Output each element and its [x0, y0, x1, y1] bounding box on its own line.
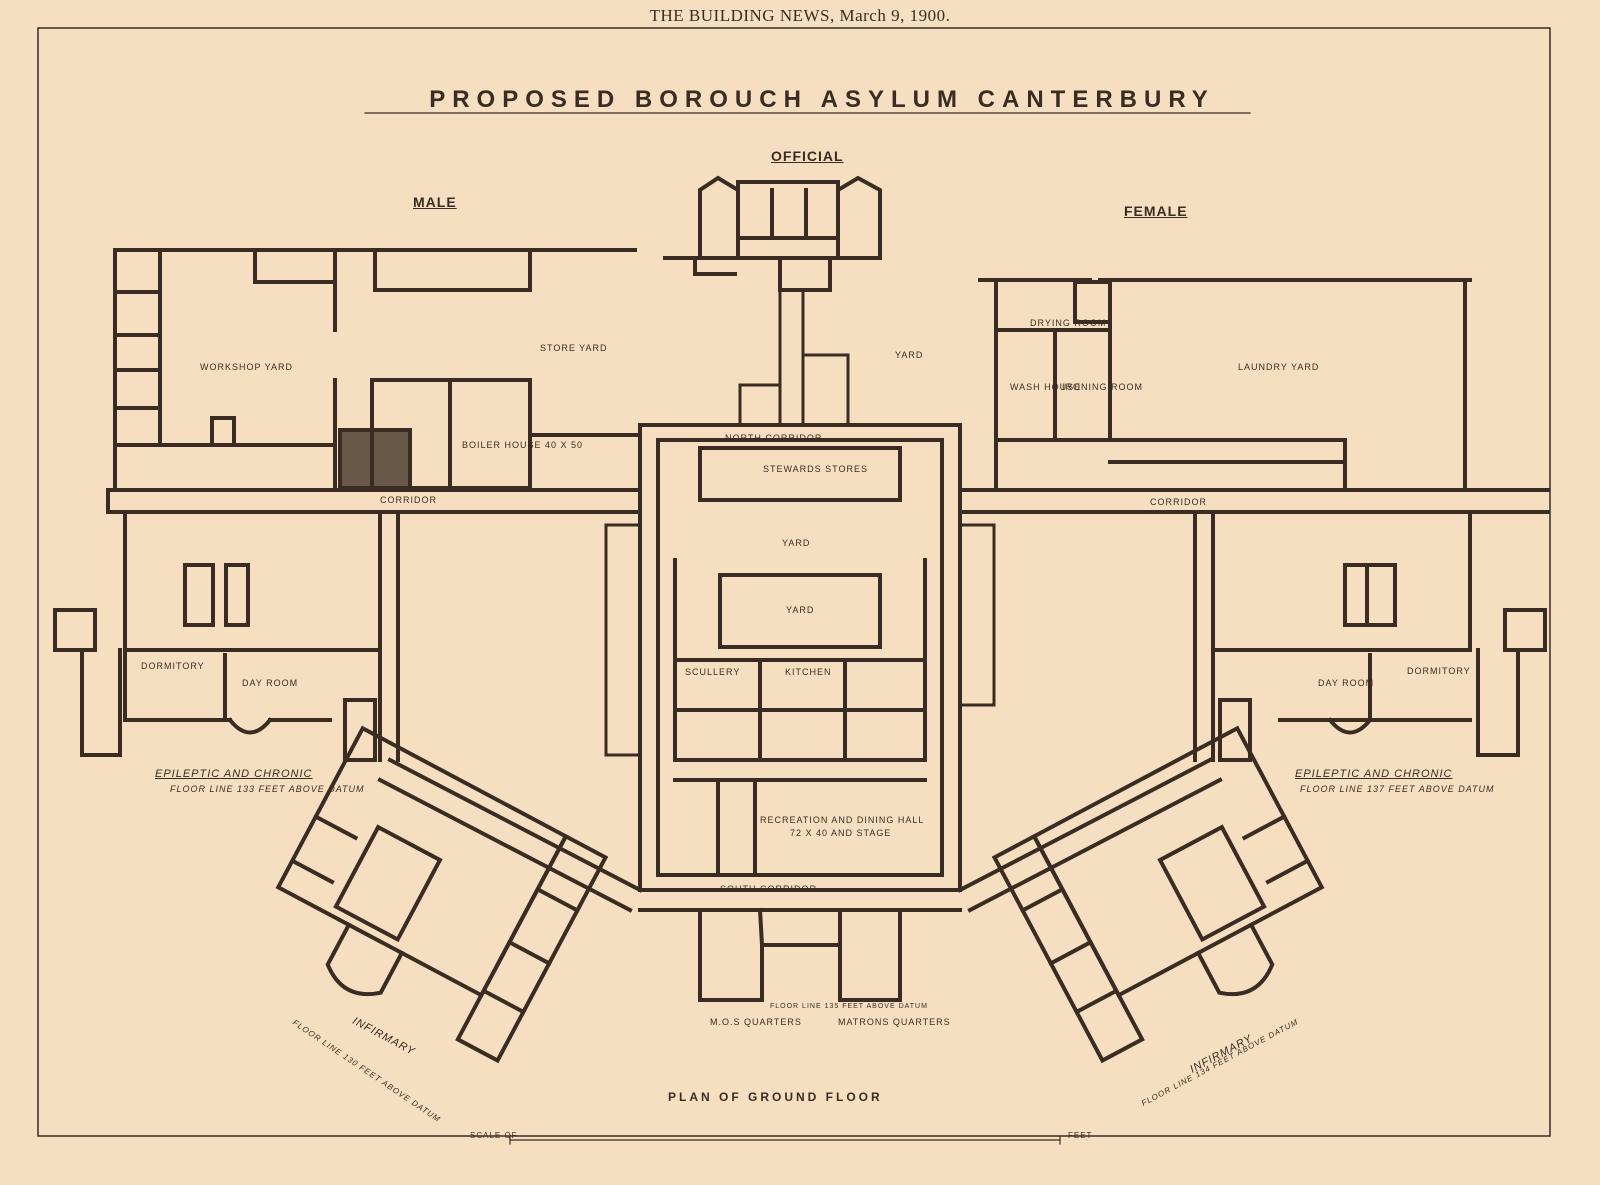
male-label: MALE — [413, 194, 457, 210]
epileptic-right-label: EPILEPTIC AND CHRONIC — [1295, 768, 1453, 780]
stewards-stores-label: STEWARDS STORES — [763, 464, 869, 474]
kitchen-label: KITCHEN — [785, 667, 832, 677]
day-room-left-label: DAY ROOM — [242, 678, 299, 688]
store-yard-label: STORE YARD — [540, 343, 608, 353]
recreation-hall-label: RECREATION AND DINING HALL — [760, 815, 925, 825]
male-service-block — [113, 248, 642, 490]
scale-label: SCALE OF — [470, 1131, 518, 1140]
male-ward — [53, 510, 400, 762]
south-quarters — [638, 888, 962, 1002]
main-corridor — [106, 488, 1550, 514]
epileptic-left-label: EPILEPTIC AND CHRONIC — [155, 768, 313, 780]
mo-quarters-label: M.O.s QUARTERS — [710, 1017, 802, 1027]
dormitory-left-label: DORMITORY — [141, 661, 205, 671]
publication-header: THE BUILDING NEWS, March 9, 1900. — [649, 6, 951, 25]
corridor-right-label: CORRIDOR — [1150, 497, 1207, 507]
left-infirmary — [275, 725, 609, 1064]
corridor-left-label: CORRIDOR — [380, 495, 437, 505]
floor-line-left-label: FLOOR LINE 133 FEET ABOVE DATUM — [170, 784, 365, 794]
yard-inner-label: YARD — [786, 605, 815, 615]
scale-bar — [509, 1135, 1061, 1145]
day-room-right-label: DAY ROOM — [1318, 678, 1375, 688]
official-block — [663, 175, 882, 292]
central-side-wings — [604, 523, 996, 757]
female-service-block — [978, 278, 1472, 492]
north-corridor-label: NORTH CORRIDOR — [725, 433, 823, 443]
plan-of-ground-floor-label: PLAN OF GROUND FLOOR — [668, 1090, 883, 1104]
workshop-yard-label: WORKSHOP YARD — [200, 362, 294, 372]
official-spine — [738, 288, 850, 427]
matrons-quarters-label: MATRONS QUARTERS — [838, 1017, 951, 1027]
right-infirmary — [991, 725, 1325, 1064]
south-corridor-label: SOUTH CORRIDOR — [720, 884, 817, 894]
plan-title: PROPOSED BOROUCH ASYLUM CANTERBURY — [429, 86, 1215, 113]
official-label: OFFICIAL — [771, 148, 844, 164]
female-label: FEMALE — [1124, 203, 1188, 219]
recreation-hall-size: 72 x 40 AND STAGE — [790, 828, 892, 838]
laundry-yard-label: LAUNDRY YARD — [1238, 362, 1320, 372]
yard-mid-label: YARD — [782, 538, 811, 548]
dormitory-right-label: DORMITORY — [1407, 666, 1471, 676]
plan-border — [37, 27, 1551, 1137]
boiler-house-label: BOILER HOUSE 40 x 50 — [462, 440, 584, 450]
drying-room-label: DRYING ROOM — [1030, 318, 1107, 328]
wash-house-label: WASH HOUSE — [1010, 382, 1082, 392]
yard-label: YARD — [895, 350, 924, 360]
scullery-label: SCULLERY — [685, 667, 741, 677]
floor-line-right-label: FLOOR LINE 137 FEET ABOVE DATUM — [1300, 784, 1495, 794]
female-ward — [1193, 510, 1547, 762]
feet-label: FEET — [1068, 1131, 1093, 1140]
center-floor-line-label: FLOOR LINE 135 FEET ABOVE DATUM — [770, 1003, 928, 1010]
ironing-room-label: IRONING ROOM — [1062, 382, 1143, 392]
